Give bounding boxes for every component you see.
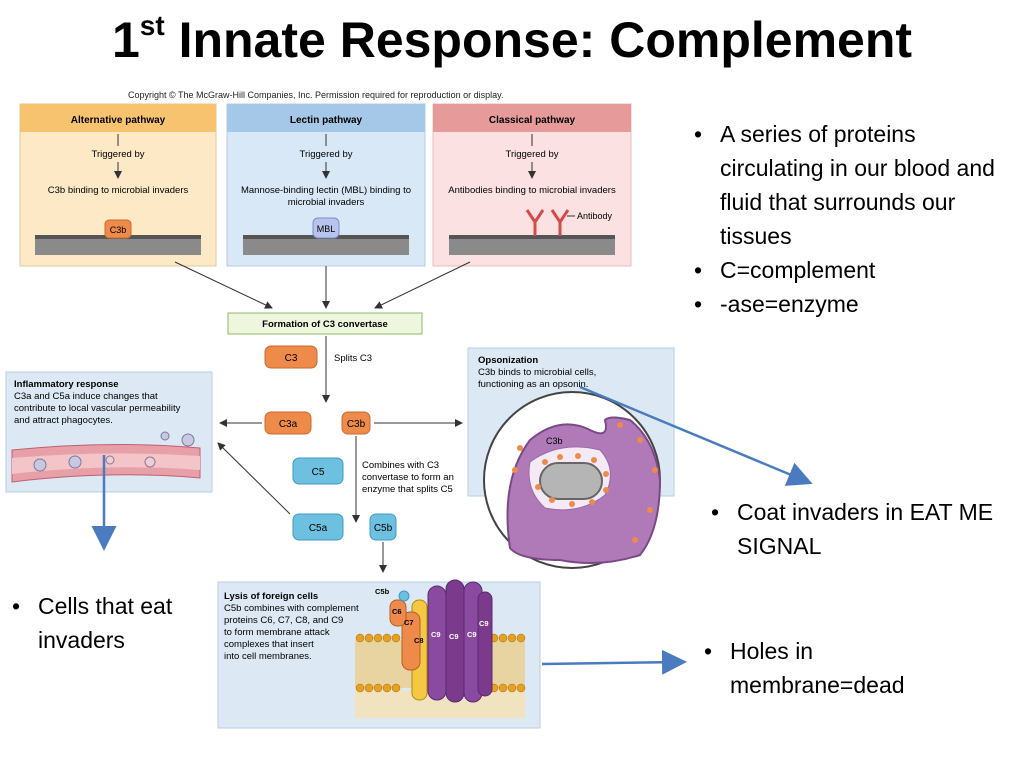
alternative-trigger-desc: C3b binding to microbial invaders [48,185,189,196]
inflammatory-line-2: contribute to local vascular permeabilit… [14,403,181,414]
lysis-line-3: to form membrane attack [224,627,330,638]
microbe-icon [539,462,603,500]
opsonization-bullet-list: Coat invaders in EAT ME SIGNAL [707,495,997,563]
blood-vessel-icon [11,431,201,483]
mac-c9-label-3: C9 [467,630,477,639]
mac-c9-label-4: C9 [479,619,489,628]
inflammatory-line-3: and attract phagocytes. [14,415,113,426]
c3-convertase-label: Formation of C3 convertase [262,319,388,330]
bullet-ase-enzyme: -ase=enzyme [690,287,1010,321]
opsonization-line-2: functioning as an opsonin. [478,379,588,390]
top-bullet-list: A series of proteins circulating in our … [690,117,1010,321]
antibody-label: Antibody [577,211,613,221]
lysis-line-1: C5b combines with complement [224,603,359,614]
lysis-line-2: proteins C6, C7, C8, and C9 [224,615,343,626]
inflammatory-response-panel: Inflammatory response C3a and C5a induce… [5,371,213,493]
lectin-trigger-desc-2: microbial invaders [288,197,365,208]
opsonization-c3b-label: C3b [546,436,563,446]
copyright-notice: Copyright © The McGraw-Hill Companies, I… [128,90,504,100]
bullet-eat-me-signal: Coat invaders in EAT ME SIGNAL [707,495,997,563]
antibody-icon [525,209,570,236]
combines-line-1: Combines with C3 [362,460,439,471]
classical-pathway-title: Classical pathway [489,115,576,126]
bullet-holes-in-membrane: Holes in membrane=dead [700,634,950,702]
opsonization-title: Opsonization [478,355,538,366]
classical-trigger-desc: Antibodies binding to microbial invaders [448,185,616,196]
membrane-attack-complex-icon [389,579,493,703]
title-superscript: st [139,10,165,41]
c3b-label: C3b [347,419,366,430]
lysis-title: Lysis of foreign cells [224,591,318,602]
c5a-label: C5a [309,523,328,534]
title-rest: Innate Response: Complement [164,12,913,68]
slide-title: 1st Innate Response: Complement [0,10,1024,69]
splits-c3-label: Splits C3 [334,353,372,364]
c5-box [292,457,344,485]
lectin-trigger-label: Triggered by [300,149,353,160]
mac-c5b-label: C5b [375,587,390,596]
bullet-c-complement: C=complement [690,253,1010,287]
c3b-marker-label: C3b [110,225,127,235]
lectin-trigger-desc-1: Mannose-binding lectin (MBL) binding to [241,185,411,196]
c3a-box [264,411,312,435]
c5a-box [292,513,344,541]
combines-line-3: enzyme that splits C5 [362,484,453,495]
lectin-pathway-title: Lectin pathway [290,115,363,126]
mac-c7-label: C7 [404,618,414,627]
lysis-line-5: into cell membranes. [224,651,312,662]
mac-c6-label: C6 [392,607,402,616]
c3-label: C3 [285,353,298,364]
opsonization-annotation-arrow [579,385,813,486]
combines-line-2: convertase to form an [362,472,454,483]
lysis-line-4: complexes that insert [224,639,314,650]
c3b-box [341,411,371,435]
c3-box [264,345,318,369]
opsonization-line-1: C3b binds to microbial cells, [478,367,596,378]
phagocyte-bullet-list: Cells that eat invaders [8,589,208,657]
mbl-marker-label: MBL [317,224,336,234]
lysis-panel: Lysis of foreign cells C5b combines with… [217,579,541,729]
c5b-box [369,513,397,541]
bullet-cells-that-eat: Cells that eat invaders [8,589,208,657]
c5b-label: C5b [374,523,393,534]
lectin-pathway-panel: Lectin pathway Triggered by Mannose-bind… [226,103,426,267]
c3-convertase-box: Formation of C3 convertase [227,312,423,335]
c5-label: C5 [312,467,325,478]
mac-c8-label: C8 [414,636,424,645]
alternative-pathway-panel: Alternative pathway Triggered by C3b bin… [19,103,217,267]
alternative-trigger-label: Triggered by [92,149,145,160]
classical-trigger-label: Triggered by [506,149,559,160]
alternative-pathway-title: Alternative pathway [71,115,166,126]
inflammatory-title: Inflammatory response [14,379,119,390]
opsonization-panel: Opsonization C3b binds to microbial cell… [467,347,675,569]
bullet-complement-definition: A series of proteins circulating in our … [690,117,1010,253]
title-main: 1 [111,12,140,68]
inflammatory-line-1: C3a and C5a induce changes that [14,391,158,402]
mac-c9-label-1: C9 [431,630,441,639]
c3a-label: C3a [279,419,298,430]
lysis-bullet-list: Holes in membrane=dead [700,634,950,702]
lysis-annotation-arrow [541,649,687,675]
classical-pathway-panel: Classical pathway Triggered by Antibodie… [432,103,632,267]
phagocyte-icon [506,416,662,565]
mac-c9-label-2: C9 [449,632,459,641]
